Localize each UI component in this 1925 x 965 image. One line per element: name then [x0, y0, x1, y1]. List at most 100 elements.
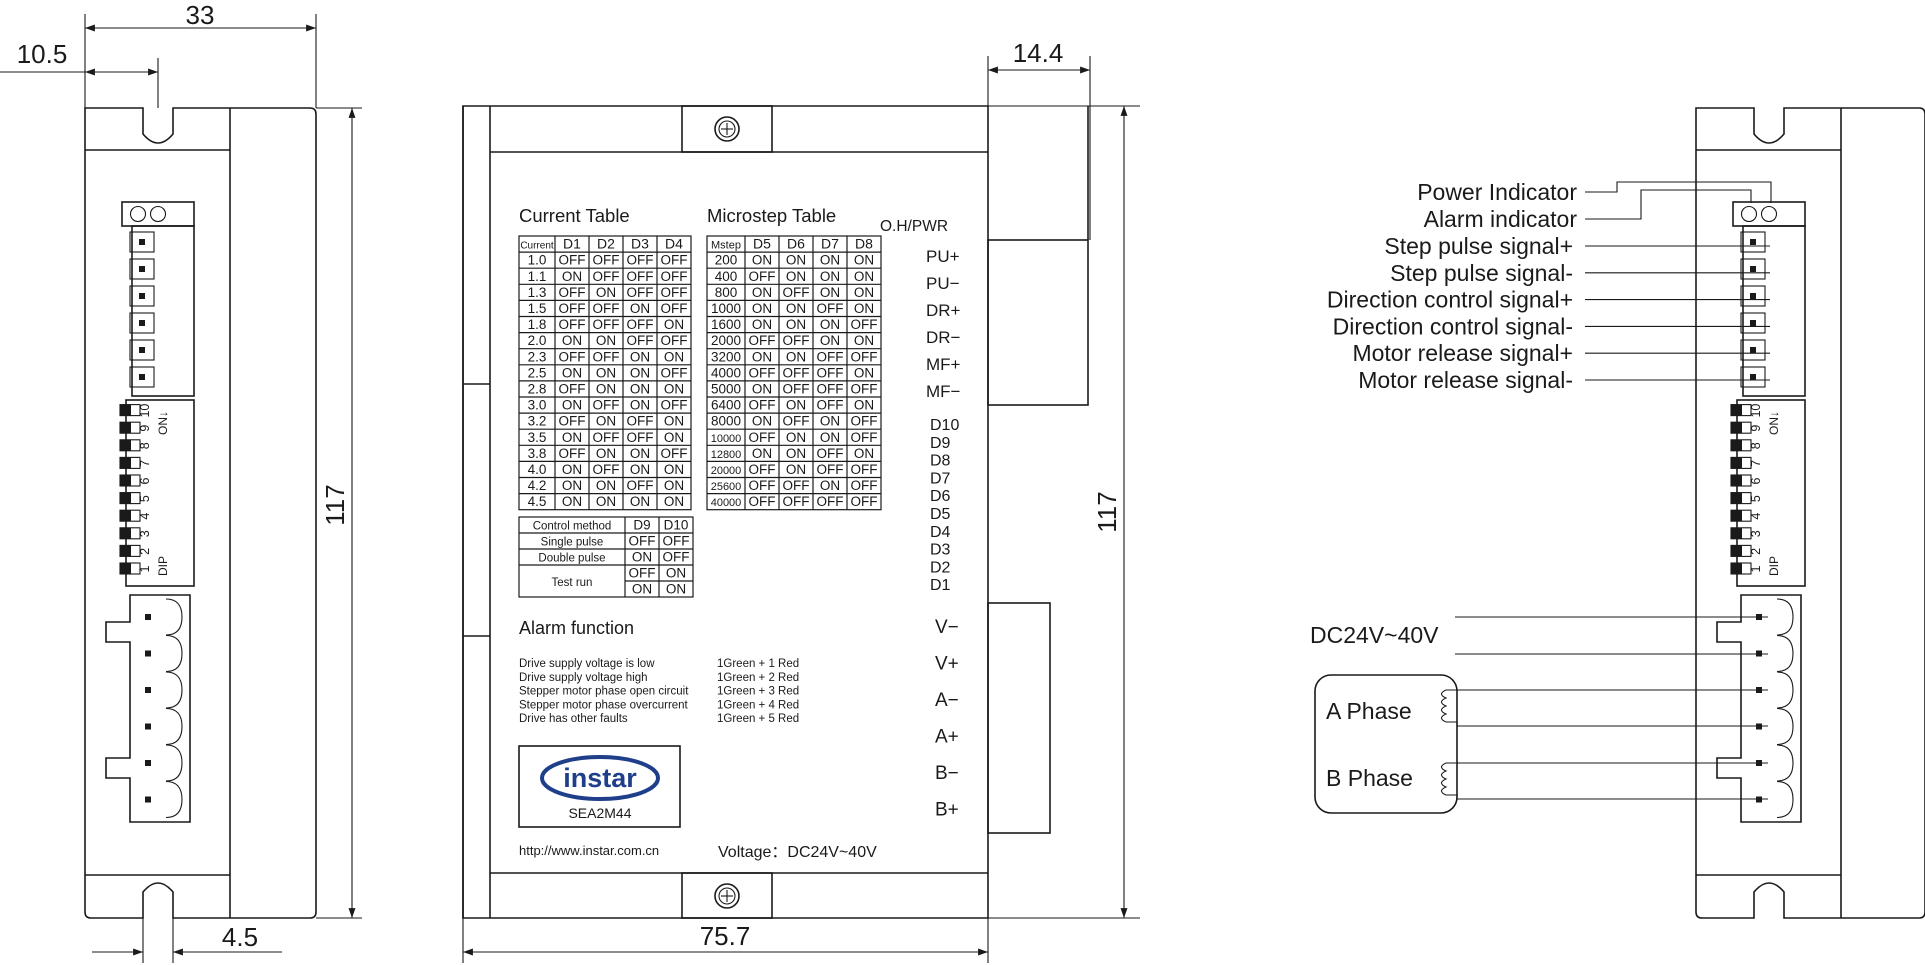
current-table-cell: 1.0	[528, 253, 547, 268]
microstep-table-header: Mstep	[711, 240, 741, 252]
dip-label: DIP	[1767, 556, 1781, 576]
top-screw-icon	[714, 116, 740, 142]
supply-label: DC24V~40V	[1310, 622, 1439, 648]
current-table-cell: ON	[664, 349, 684, 364]
microstep-table-cell: ON	[786, 301, 806, 316]
dip-lever	[120, 475, 131, 486]
current-table-cell: ON	[664, 414, 684, 429]
power-connector	[105, 594, 191, 823]
front-dip-label: D1	[930, 577, 951, 594]
phase-a-coil	[1440, 689, 1448, 723]
dip-lever	[1731, 527, 1742, 539]
terminal-screw	[139, 320, 145, 326]
dim-front-width: 75.7	[700, 921, 751, 951]
microstep-table-cell: ON	[752, 446, 772, 461]
microstep-table-cell: OFF	[851, 462, 878, 477]
current-table-cell: OFF	[661, 269, 688, 284]
power-terminal-screw	[145, 614, 151, 620]
current-table-cell: OFF	[559, 382, 586, 397]
current-table-cell: OFF	[593, 269, 620, 284]
microstep-table-cell: 2000	[711, 333, 741, 348]
microstep-table-cell: 6400	[711, 398, 741, 413]
microstep-table-cell: 1000	[711, 301, 741, 316]
terminal-screw	[139, 374, 145, 380]
dip-lever	[120, 422, 131, 434]
control-table-cell: Single pulse	[541, 537, 604, 549]
microstep-table-cell: ON	[752, 285, 772, 300]
dip-number: 4	[138, 513, 152, 520]
dip-lever	[1731, 545, 1742, 557]
dip-lever	[120, 492, 131, 504]
wiring-signal-label: Direction control signal-	[1333, 313, 1573, 339]
power-terminal	[165, 707, 183, 746]
microstep-table-cell: OFF	[817, 462, 844, 477]
terminal-screw	[1750, 266, 1756, 272]
current-table-cell: ON	[630, 365, 650, 380]
front-power-label: V+	[935, 654, 959, 675]
current-table-cell: OFF	[593, 462, 620, 477]
microstep-table-cell: 800	[715, 285, 738, 300]
dip-lever	[1731, 492, 1742, 504]
power-led	[129, 205, 147, 223]
current-table-cell: ON	[630, 398, 650, 413]
dip-lever	[120, 439, 131, 451]
control-table-cell: ON	[632, 582, 652, 597]
front-dip-label: D3	[930, 542, 951, 559]
current-table-header: D1	[563, 236, 581, 252]
front-power-label: A−	[935, 690, 959, 711]
current-table-cell: ON	[562, 478, 582, 493]
current-table-cell: 1.8	[528, 317, 547, 332]
microstep-table-cell: 20000	[711, 465, 742, 477]
microstep-table-cell: ON	[820, 478, 840, 493]
dip-lever	[120, 510, 131, 522]
phase-b-coil	[1440, 762, 1448, 796]
front-dip-label: D10	[930, 417, 959, 434]
microstep-table-cell: ON	[786, 446, 806, 461]
current-table-cell: ON	[562, 462, 582, 477]
control-table-header: Control method	[533, 521, 612, 533]
current-table-cell: OFF	[593, 398, 620, 413]
current-table-cell: ON	[562, 333, 582, 348]
microstep-table-cell: ON	[752, 317, 772, 332]
microstep-table-cell: OFF	[817, 446, 844, 461]
current-table-cell: OFF	[559, 285, 586, 300]
current-table-cell: OFF	[627, 253, 654, 268]
control-table-cell: OFF	[629, 534, 656, 549]
control-table-header: D9	[633, 518, 650, 533]
front-dip-label: D7	[930, 470, 951, 487]
microstep-table-cell: 400	[715, 269, 738, 284]
microstep-table-cell: 4000	[711, 365, 741, 380]
microstep-table-cell: OFF	[783, 414, 810, 429]
dip-lever	[1731, 404, 1742, 416]
wiring-signal-label: Direction control signal+	[1327, 287, 1573, 313]
current-table-cell: 4.2	[528, 478, 547, 493]
current-table-cell: ON	[664, 317, 684, 332]
dip-number: 3	[1749, 530, 1763, 537]
microstep-table-cell: 1600	[711, 317, 741, 332]
current-table-cell: ON	[562, 269, 582, 284]
alarm-code: 1Green + 3 Red	[717, 686, 799, 698]
alarm-description: Drive supply voltage high	[519, 672, 648, 684]
power-terminal	[165, 780, 183, 819]
indicator-window	[121, 201, 195, 227]
microstep-table-cell: OFF	[817, 349, 844, 364]
power-terminal-screw	[145, 723, 151, 730]
current-table-cell: ON	[596, 382, 616, 397]
front-power-label: B+	[935, 800, 959, 821]
microstep-table-header: D6	[787, 236, 805, 252]
current-table-cell: OFF	[627, 317, 654, 332]
current-table-cell: ON	[630, 446, 650, 461]
signal-terminal	[129, 312, 155, 334]
microstep-table-cell: OFF	[783, 478, 810, 493]
power-terminal	[165, 744, 183, 782]
dip-lever	[1731, 422, 1742, 434]
front-dip-label: D2	[930, 559, 951, 576]
current-table-cell: 1.1	[528, 269, 547, 284]
power-terminal	[165, 671, 183, 709]
microstep-table-cell: ON	[786, 430, 806, 445]
dip-number: 5	[1749, 495, 1763, 502]
dip-number: 7	[138, 460, 152, 467]
current-table-cell: OFF	[559, 349, 586, 364]
current-table-cell: ON	[596, 494, 616, 509]
microstep-table-cell: OFF	[749, 462, 776, 477]
